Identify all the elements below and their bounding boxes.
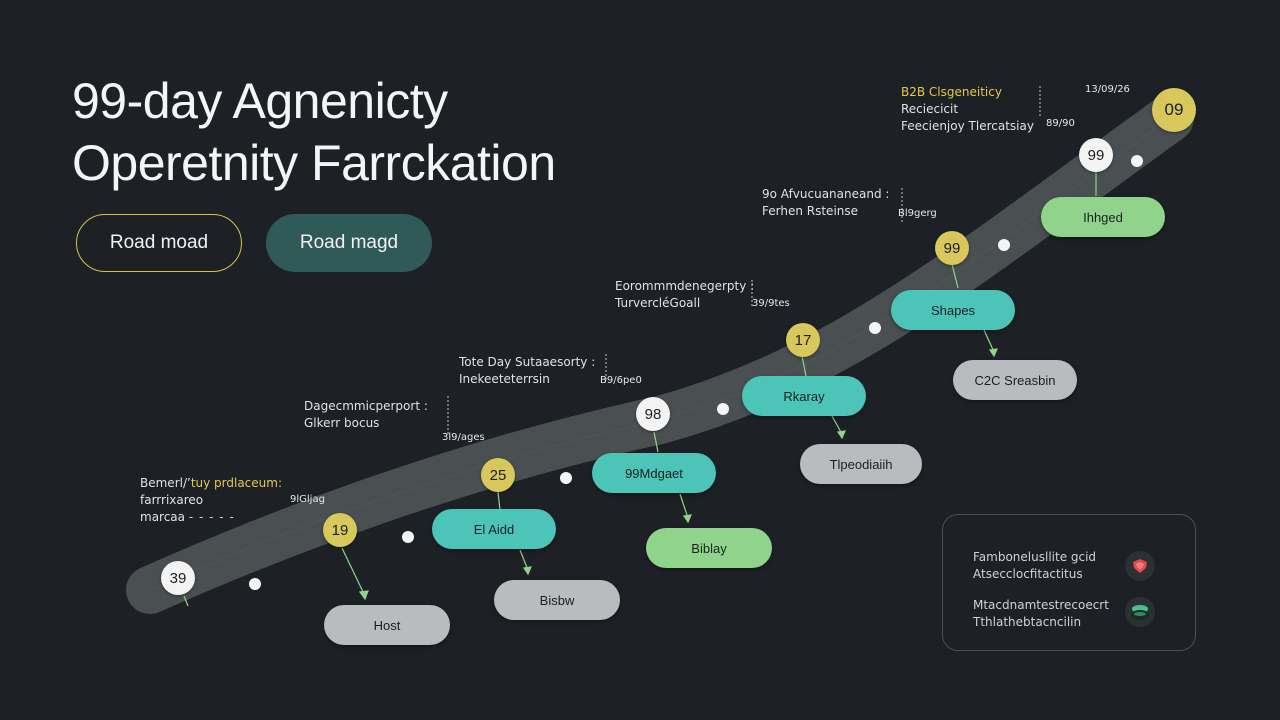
road-mode-outline-button[interactable]: Road moad: [76, 214, 242, 272]
road-dot: [869, 322, 881, 334]
date-label: 89/90: [1046, 118, 1075, 129]
date-label: 39/9tes: [752, 298, 790, 309]
road-dot: [402, 531, 414, 543]
node-17[interactable]: 17: [786, 323, 820, 357]
milestone-99mdgaet[interactable]: 99Mdgaet: [592, 453, 716, 493]
label-tote-day: Tote Day Sutaaesorty : Inekeeteterrsin: [459, 355, 596, 386]
label-b2b: B2B Clsgeneiticy Reciecicit Feecienjoy T…: [901, 85, 1034, 133]
connector-10: [341, 547, 365, 595]
milestone-ihhged[interactable]: Ihhged: [1041, 197, 1165, 237]
date-label: B9/6pe0: [600, 375, 642, 386]
legend-item-1-text: Fambonelusllite gcid Atsecclocfitactitus: [973, 550, 1097, 581]
page-title: 99-day Agnenicty Operetnity Farrckation: [72, 70, 556, 194]
connector-5: [831, 415, 843, 435]
date-label: 3l9/ages: [442, 432, 485, 443]
road-dot: [1131, 155, 1143, 167]
connector-6: [653, 431, 659, 453]
connector-arrows: [183, 172, 1097, 607]
connector-9: [519, 549, 529, 571]
milestone-c2c[interactable]: C2C Sreasbin: [953, 360, 1077, 400]
leaf-cap-icon: [1125, 597, 1155, 627]
connector-8: [497, 491, 501, 511]
connector-7: [679, 493, 689, 519]
arrowhead-9: [522, 566, 532, 576]
legend-panel: Fambonelusllite gcid Atsecclocfitactitus…: [942, 514, 1196, 651]
label-9o: 9o Afvucuananeand : Ferhen Rsteinse: [762, 187, 890, 218]
label-bemerl: Bemerl/’tuy prdlaceum: farrrixareo marca…: [140, 476, 283, 524]
node-25[interactable]: 25: [481, 458, 515, 492]
road-dot: [249, 578, 261, 590]
milestone-biblay[interactable]: Biblay: [646, 528, 772, 568]
heart-shield-icon: [1125, 551, 1155, 581]
arrowhead-3: [988, 348, 998, 358]
label-eorom: Eorommmdenegerpty : TurvercléGoall: [615, 279, 755, 310]
milestone-rkaray[interactable]: Rkaray: [742, 376, 866, 416]
label-dagec: Dagecmmicperport : Glkerr bocus: [304, 399, 428, 430]
node-39[interactable]: 39: [161, 561, 195, 595]
road-dot: [560, 472, 572, 484]
arrowhead-7: [682, 514, 692, 524]
node-99-mid[interactable]: 99: [935, 231, 969, 265]
connector-3: [983, 329, 995, 353]
milestone-el-aidd[interactable]: El Aidd: [432, 509, 556, 549]
node-98[interactable]: 98: [636, 397, 670, 431]
connector-4: [801, 355, 807, 377]
connector-2: [951, 263, 959, 289]
arrowhead-5: [836, 430, 846, 440]
date-label: Bl9gerg: [898, 208, 937, 219]
arrowhead-10: [358, 590, 369, 601]
milestone-host[interactable]: Host: [324, 605, 450, 645]
road-dot: [717, 403, 729, 415]
road-dot: [998, 239, 1010, 251]
date-label: 13/09/26: [1085, 84, 1130, 95]
label-leaders: [447, 86, 1041, 434]
node-09[interactable]: 09: [1152, 88, 1196, 132]
legend-item-2-text: Mtacdnamtestrecoecrt Tthlathebtacncilin: [973, 598, 1109, 629]
connector-11: [183, 595, 189, 607]
milestone-bisbw[interactable]: Bisbw: [494, 580, 620, 620]
title-line-2: Operetnity Farrckation: [72, 135, 556, 191]
road-mode-filled-button[interactable]: Road magd: [266, 214, 432, 272]
milestone-tlpeodiaiih[interactable]: Tlpeodiaiih: [800, 444, 922, 484]
milestone-shapes[interactable]: Shapes: [891, 290, 1015, 330]
date-label: 9lGljag: [290, 494, 325, 505]
title-line-1: 99-day Agnenicty: [72, 73, 448, 129]
node-19[interactable]: 19: [323, 513, 357, 547]
node-99-top[interactable]: 99: [1079, 138, 1113, 172]
